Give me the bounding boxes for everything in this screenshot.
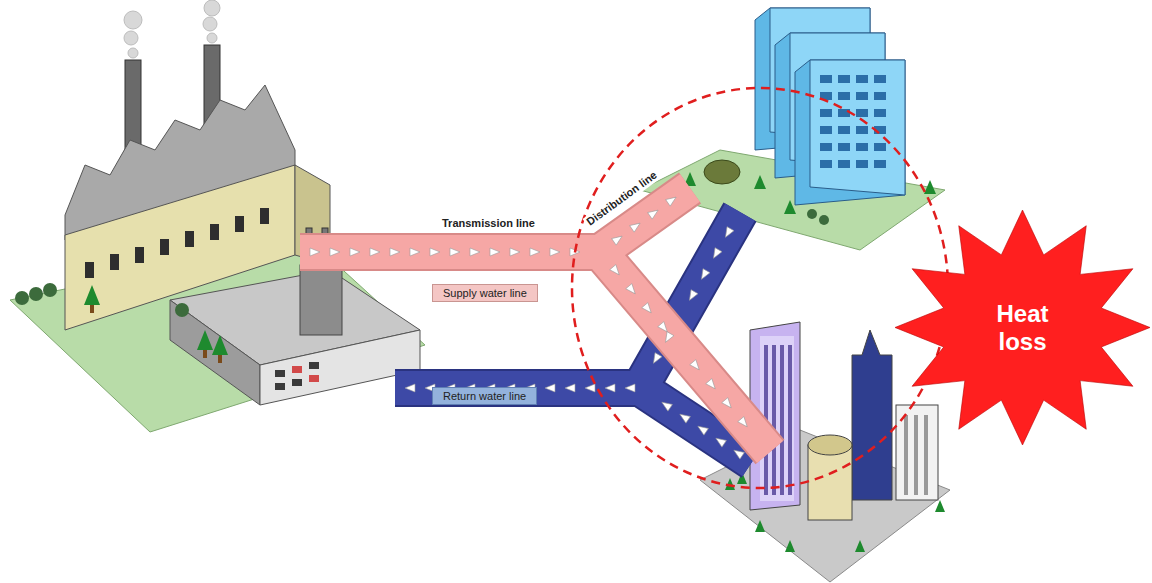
tag-text: Return water line bbox=[443, 390, 526, 402]
heat-loss-burst: Heat loss bbox=[895, 210, 1150, 445]
line-label: Transmission line bbox=[440, 217, 537, 230]
trees bbox=[725, 472, 945, 552]
office-windows bbox=[820, 75, 886, 168]
boiler-block bbox=[300, 265, 342, 335]
annex-side bbox=[170, 300, 260, 405]
trees bbox=[15, 283, 228, 363]
flow-arrows bbox=[310, 194, 750, 459]
return-line-tag: Return water line bbox=[432, 387, 537, 405]
callout-text: Heat loss bbox=[983, 300, 1063, 355]
supply-line-tag: Supply water line bbox=[432, 284, 538, 302]
heat-loss-boundary bbox=[572, 88, 948, 488]
city-windows bbox=[764, 345, 928, 495]
tag-text: Supply water line bbox=[443, 287, 527, 299]
office-towers bbox=[755, 8, 905, 205]
factory-windows bbox=[85, 208, 269, 278]
annex-windows bbox=[275, 362, 319, 390]
city-buildings bbox=[750, 322, 938, 520]
supply-pipe bbox=[300, 188, 770, 452]
